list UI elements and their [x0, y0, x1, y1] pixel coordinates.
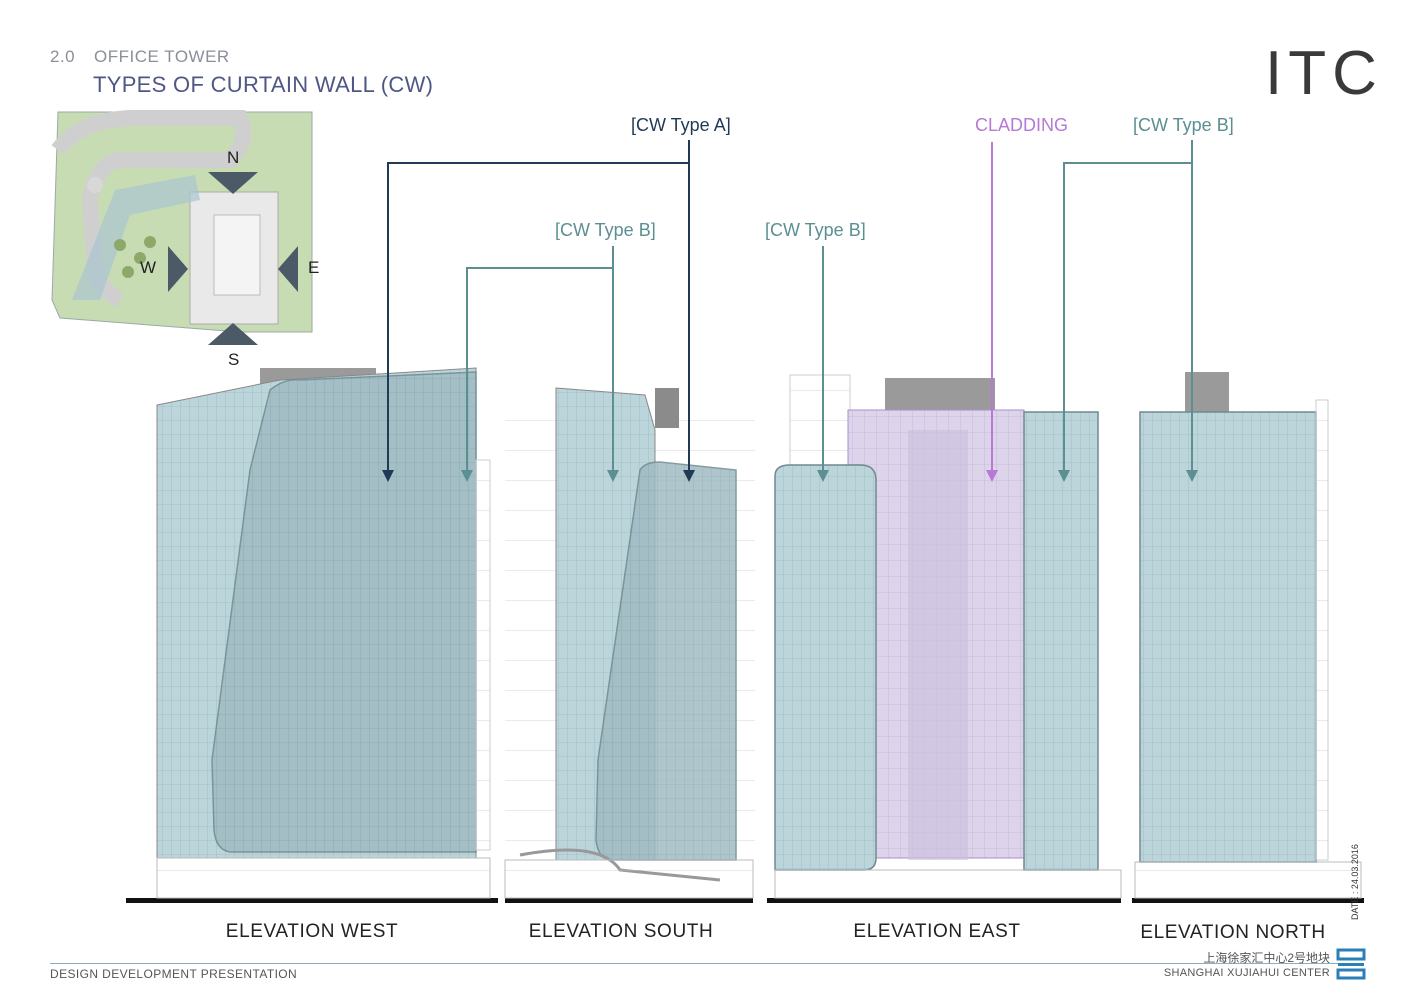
cw-type-b-south-callout: [CW Type B] [555, 220, 656, 240]
west-label: W [140, 258, 157, 277]
project-logo-icon [1336, 948, 1366, 980]
elevation-north-label: ELEVATION NORTH [1140, 922, 1326, 943]
west-arrow-icon [168, 246, 188, 292]
page-title: TYPES OF CURTAIN WALL (CW) [93, 72, 434, 97]
section-name: OFFICE TOWER [94, 47, 230, 66]
north-label: N [227, 148, 240, 167]
elevation-west-drawing [156, 367, 491, 899]
north-arrow-icon [208, 172, 258, 194]
itc-logo: ITC [1265, 39, 1383, 108]
cladding-callout: CLADDING [975, 115, 1069, 135]
cw-type-b-north-callout: [CW Type B] [1133, 115, 1234, 135]
footer-project-chinese: 上海徐家汇中心2号地块 [1203, 951, 1330, 965]
east-arrow-icon [278, 246, 298, 292]
south-arrow-icon [208, 323, 258, 345]
elevation-east-label: ELEVATION EAST [853, 921, 1021, 942]
footer-presentation-label: DESIGN DEVELOPMENT PRESENTATION [50, 967, 298, 981]
elevation-west-label: ELEVATION WEST [225, 921, 399, 942]
south-label: S [228, 350, 240, 369]
key-plan [51, 110, 313, 345]
cw-type-b-north-leaders [1063, 140, 1193, 470]
cw-type-a-leaders [387, 140, 690, 470]
section-number: 2.0 [50, 47, 76, 66]
cw-type-b-east-callout: [CW Type B] [765, 220, 866, 240]
elevation-south-drawing [504, 387, 755, 899]
footer-project-english: SHANGHAI XUJIAHUI CENTER [1163, 967, 1330, 979]
elevation-north-drawing [1134, 372, 1362, 899]
elevation-south-label: ELEVATION SOUTH [528, 921, 714, 942]
cw-type-b-south-leaders [466, 246, 614, 470]
date-stamp: DATE : 24.03.2016 [1350, 844, 1360, 920]
cw-type-a-callout: [CW Type A] [631, 115, 731, 135]
elevation-east-drawing [774, 374, 1122, 899]
east-label: E [308, 258, 320, 277]
